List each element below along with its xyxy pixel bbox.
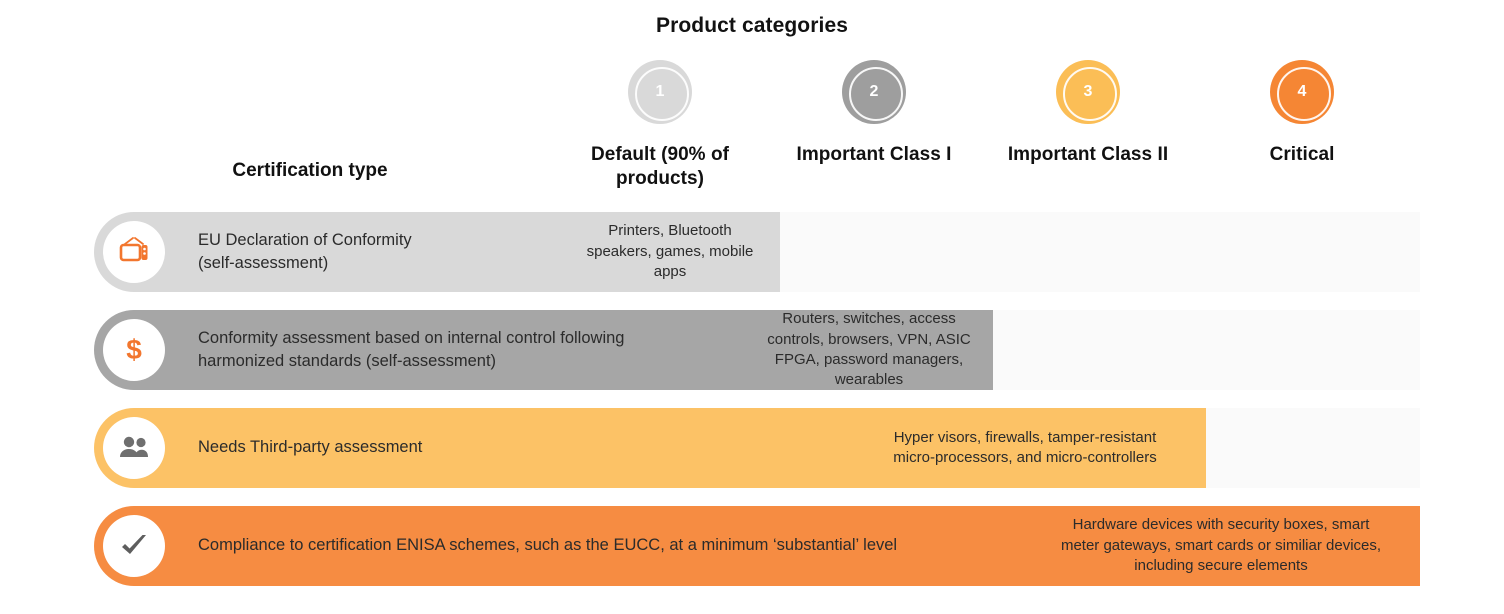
dollar-icon: $ — [103, 319, 165, 381]
people-icon — [103, 417, 165, 479]
tv-icon — [103, 221, 165, 283]
category-badge-number-3: 3 — [1083, 83, 1093, 100]
row-bar-3 — [94, 408, 1206, 488]
certification-label-4: Compliance to certification ENISA scheme… — [198, 536, 898, 555]
category-badge-1: 1 — [628, 60, 692, 124]
row-cell-3-category-3: Hyper visors, firewalls, tamper-resistan… — [893, 428, 1157, 466]
column-header-4: 4 Critical — [1202, 60, 1402, 167]
category-badge-3: 3 — [1056, 60, 1120, 124]
row-header-title: Certification type — [232, 160, 388, 181]
category-badge-number-4: 4 — [1297, 83, 1307, 100]
category-label-1: Default (90% of products) — [591, 144, 729, 190]
category-badge-number-2: 2 — [869, 83, 879, 100]
row-cell-4-category-4: Hardware devices with security boxes, sm… — [1060, 516, 1382, 575]
column-header-2: 2 Important Class I — [774, 60, 974, 167]
category-badge-number-1: 1 — [655, 83, 665, 100]
row-cell-2-category-2: Routers, switches, access controls, brow… — [767, 310, 971, 389]
row-bar-1 — [94, 212, 780, 292]
category-label-2: Important Class I — [796, 144, 952, 165]
certification-label-3: Needs Third-party assessment — [198, 438, 423, 457]
svg-text:$: $ — [126, 334, 142, 365]
certification-label-2: Conformity assessment based on internal … — [198, 328, 625, 370]
page-title: Product categories — [655, 14, 849, 37]
category-label-3: Important Class II — [1007, 144, 1169, 165]
certification-label-1: EU Declaration of Conformity (self-asses… — [198, 230, 412, 272]
row-bar-4 — [94, 506, 1420, 586]
category-label-4: Critical — [1269, 144, 1335, 165]
column-header-3: 3 Important Class II — [988, 60, 1188, 167]
category-badge-4: 4 — [1270, 60, 1334, 124]
column-header-1: 1 Default (90% of products) — [560, 60, 760, 192]
row-cell-1-category-1: Printers, Bluetooth speakers, games, mob… — [586, 222, 754, 281]
category-badge-2: 2 — [842, 60, 906, 124]
row-bar-2 — [94, 310, 993, 390]
check-icon — [103, 515, 165, 577]
